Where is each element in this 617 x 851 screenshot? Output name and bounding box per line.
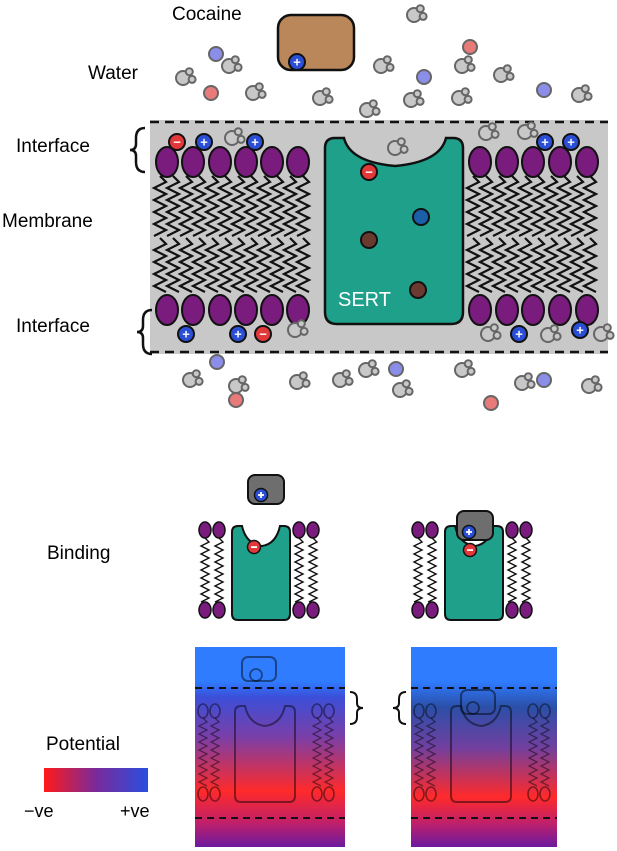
water-molecule-icon: [359, 99, 381, 118]
water-molecule-icon: [406, 4, 428, 23]
water-molecule-icon: [451, 87, 473, 106]
brace-icon: [392, 691, 407, 725]
cation-icon: [288, 53, 306, 71]
water-molecule-icon: [358, 359, 380, 378]
lipid-tail-icon: [464, 175, 599, 293]
svg-text:+: +: [182, 327, 190, 342]
water-molecule-icon: [540, 324, 562, 343]
water-molecule-icon: [493, 64, 515, 83]
water-molecule-icon: [287, 319, 309, 338]
svg-text:+: +: [234, 327, 242, 342]
water-molecule-icon: [332, 369, 354, 388]
residue-site: [360, 231, 378, 249]
interface-ions: [168, 133, 589, 343]
water-molecule-icon: [387, 137, 409, 156]
sert-protein-icon: [323, 136, 465, 326]
minus-symbol: −: [365, 165, 373, 180]
interface-top-label: Interface: [16, 136, 90, 157]
anion-icon: [360, 163, 378, 181]
water-molecule-icon: [571, 84, 593, 103]
svg-text:+: +: [567, 135, 575, 150]
water-molecule-icon: [480, 323, 502, 342]
potential-outline-bound: [413, 689, 551, 803]
residue-site: [412, 208, 430, 226]
svg-text:+: +: [515, 327, 523, 342]
water-molecule-icon: [245, 82, 267, 101]
residue-site: [409, 281, 427, 299]
svg-text:+: +: [576, 323, 584, 338]
svg-text:+: +: [200, 135, 208, 150]
potential-outline-unbound: [197, 656, 335, 803]
legend-neg-label: −ve: [24, 801, 54, 821]
potential-legend-bar: [44, 768, 148, 792]
svg-text:+: +: [251, 135, 259, 150]
brace-icon: [349, 691, 364, 725]
potential-map-bound: [411, 647, 557, 847]
water-molecule-icon: [224, 127, 246, 146]
water-molecule-icon: [478, 122, 500, 141]
water-molecule-icon: [289, 371, 311, 390]
water-molecule-icon: [392, 379, 414, 398]
water-molecule-icon: [175, 67, 197, 86]
water-molecule-icon: [593, 323, 615, 342]
binding-bound: [411, 510, 533, 621]
ion-signs: − + + + + + + − + +: [173, 135, 584, 342]
sert-label: SERT: [338, 289, 391, 311]
binding-unbound: [198, 474, 320, 621]
lipid-head-icon: [155, 146, 599, 326]
legend-pos-label: +ve: [120, 801, 150, 821]
water-molecule-icon: [581, 375, 603, 394]
brace-icon: [136, 308, 153, 356]
brace-icon: [129, 126, 146, 174]
water-molecules: [175, 4, 615, 398]
svg-text:+: +: [541, 135, 549, 150]
interface-bottom-label: Interface: [16, 316, 90, 337]
membrane-label: Membrane: [2, 211, 93, 232]
water-molecule-icon: [517, 121, 539, 140]
water-molecule-icon: [182, 369, 204, 388]
water-molecule-icon: [454, 55, 476, 74]
water-molecule-icon: [228, 375, 250, 394]
water-molecule-icon: [514, 372, 536, 391]
water-molecule-icon: [312, 87, 334, 106]
free-ions: [203, 39, 552, 411]
potential-map-unbound: [195, 647, 345, 847]
plus-symbol: +: [293, 55, 301, 70]
water-molecule-icon: [403, 89, 425, 108]
binding-label: Binding: [47, 543, 111, 564]
water-molecule-icon: [373, 55, 395, 74]
water-label: Water: [88, 63, 138, 84]
cocaine-label: Cocaine: [172, 4, 242, 25]
water-molecule-icon: [221, 55, 243, 74]
svg-text:−: −: [173, 135, 181, 150]
svg-text:−: −: [259, 327, 267, 342]
potential-label: Potential: [46, 734, 120, 755]
lipid-tail-icon: [151, 175, 312, 293]
water-molecule-icon: [454, 359, 476, 378]
